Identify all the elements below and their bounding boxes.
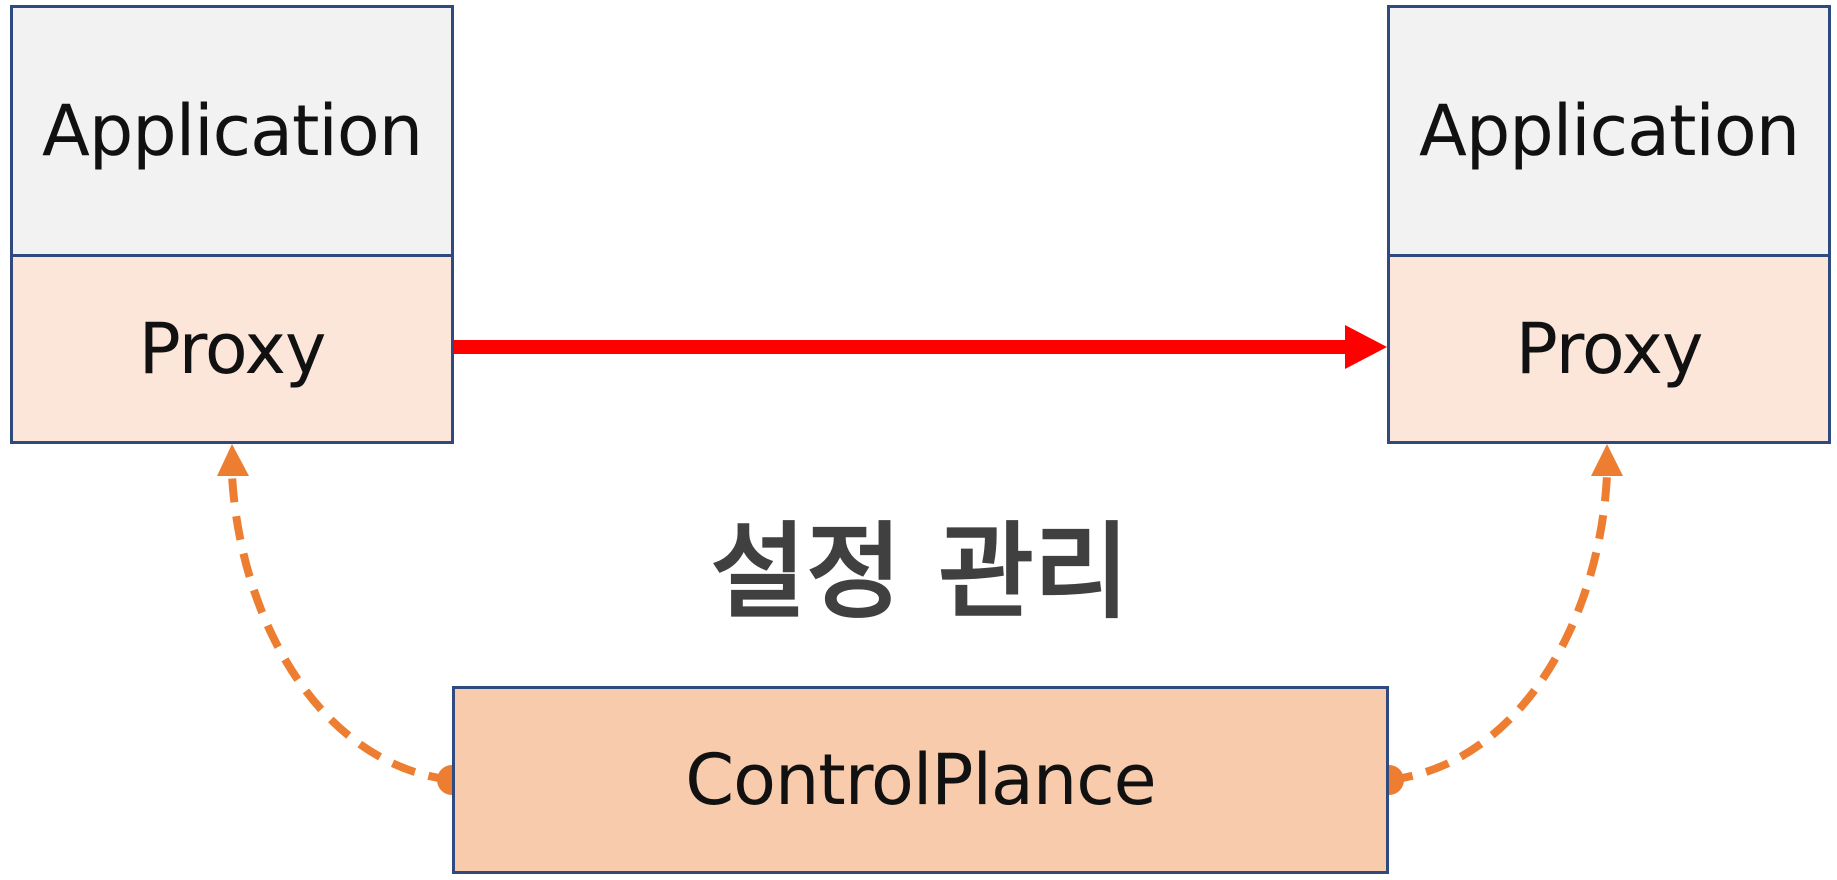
right-application-label: Application	[1418, 90, 1800, 172]
control-plane-label: ControlPlance	[685, 739, 1157, 821]
left-proxy-label: Proxy	[138, 308, 327, 390]
left-application-label: Application	[41, 90, 423, 172]
config-arrowhead-right	[1591, 444, 1623, 476]
left-application-box: Application	[10, 5, 454, 257]
left-proxy-box: Proxy	[10, 254, 454, 444]
right-application-box: Application	[1387, 5, 1831, 257]
config-arrow-left-line	[228, 474, 453, 784]
config-arrowhead-left	[217, 444, 249, 476]
config-management-label: 설정 관리	[710, 511, 1130, 633]
right-proxy-box: Proxy	[1387, 254, 1831, 444]
control-plane-box: ControlPlance	[452, 686, 1389, 874]
traffic-arrowhead	[1345, 325, 1387, 369]
config-arrow-right-line	[1388, 474, 1611, 784]
right-proxy-label: Proxy	[1515, 308, 1704, 390]
